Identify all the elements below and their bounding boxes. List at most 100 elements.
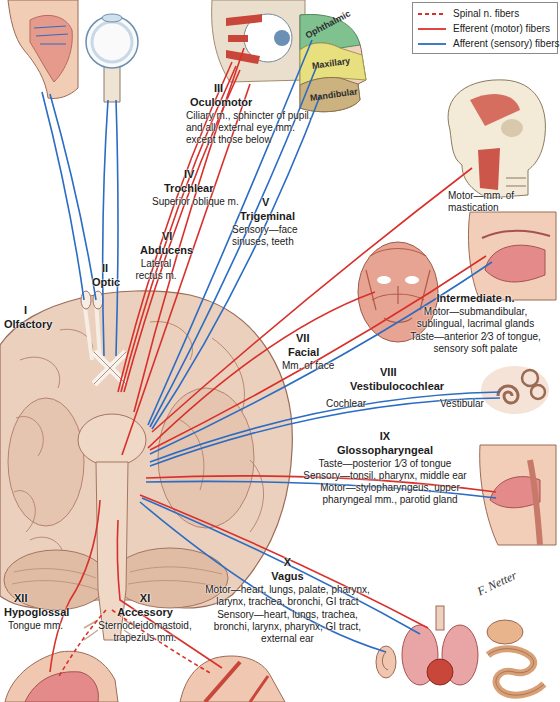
legend-sample-line: [418, 13, 446, 15]
function-note: Sensory—face sinuses, teeth: [232, 224, 312, 248]
nerve-number: I: [24, 304, 27, 317]
sensory-fiber: [103, 100, 108, 356]
eyeball-illustration: [104, 66, 120, 102]
nerve-number: IX: [290, 430, 480, 443]
function-note: Taste—posterior 1⁄3 of tongue: [290, 458, 480, 470]
brain-base: [78, 414, 146, 466]
sensory-fiber: [42, 40, 500, 652]
nerve-number: IV: [184, 168, 194, 181]
nerve-name: Trochlear: [164, 182, 214, 195]
sensory-fiber: [150, 392, 500, 462]
legend-row: Spinal n. fibers: [417, 7, 555, 21]
inner-ear-illustration: [481, 366, 549, 414]
facial-muscles-illustration: [405, 276, 419, 284]
nerve-number: II: [102, 262, 108, 275]
nerve-number: X: [200, 556, 375, 569]
eyeball-illustration: [92, 22, 132, 62]
function-note: Motor—mm. of mastication: [448, 190, 543, 214]
function-note: Cochlear: [326, 398, 366, 410]
brain-base: [14, 322, 264, 566]
legend-sample-line: [418, 28, 446, 30]
nerve-number: VII: [296, 332, 309, 345]
viscera-illustration: [376, 646, 396, 678]
function-note: Sensory—heart, lungs, trachea, bronchi, …: [200, 609, 375, 645]
viscera-illustration: [488, 649, 544, 695]
legend-sample: [417, 24, 447, 34]
skull-illustration: [506, 178, 526, 186]
viscera-illustration: [376, 606, 544, 695]
inner-ear-illustration: [481, 366, 549, 414]
nerve-name: Oculomotor: [190, 96, 252, 109]
legend-sample: [417, 9, 447, 19]
brain-base: [4, 550, 108, 610]
nerve-name: Accessory: [90, 606, 200, 619]
function-note: Tongue mm.: [8, 620, 63, 632]
function-note: Sternocleidomastoid, trapezius mm.: [90, 620, 200, 644]
skull-illustration: [448, 80, 545, 198]
motor-fiber: [152, 168, 472, 432]
legend-text: Efferent (motor) fibers: [453, 22, 550, 35]
pharynx-illustration: [530, 460, 540, 545]
nerve-number: III: [214, 82, 223, 95]
oral-cavity-illustration: [468, 212, 556, 300]
legend-box: Spinal n. fibersEfferent (motor) fibersA…: [412, 2, 558, 54]
skull-illustration: [470, 94, 520, 126]
pharynx-illustration: [480, 445, 556, 545]
viscera-illustration: [427, 659, 453, 685]
signature: F. Netter: [475, 569, 518, 598]
neck-illustration: [180, 656, 285, 702]
nerve-name: Trigeminal: [240, 210, 295, 223]
skull-illustration: [478, 148, 500, 190]
neck-illustration: [205, 662, 240, 702]
sensory-fiber: [42, 92, 84, 300]
legend-row: Afferent (sensory) fibers: [417, 37, 555, 51]
nerve-number: V: [262, 196, 269, 209]
orbit-muscles-illustration: [226, 14, 262, 64]
nerve-number: XII: [14, 592, 27, 605]
oral-cavity-illustration: [468, 212, 556, 300]
nerve-number: VI: [162, 230, 172, 243]
nasal-cavity-illustration: [30, 15, 72, 82]
facial-muscles-illustration: [377, 276, 391, 284]
function-note: Ciliary m., sphincter of pupil, and all …: [186, 110, 314, 146]
motor-fiber: [148, 292, 375, 448]
sensory-fiber: [50, 94, 96, 300]
oral-cavity-illustration: [482, 231, 550, 238]
eyeball-illustration: [86, 16, 138, 68]
tongue-illustration: [5, 651, 118, 702]
legend-sample: [417, 39, 447, 49]
skull-illustration: [501, 119, 523, 137]
motor-fiber: [50, 500, 100, 672]
function-note: Motor—stylopharyngeus, upper pharyngeal …: [305, 482, 475, 506]
nerve-name: Glossopharyngeal: [290, 444, 480, 457]
eyeball-illustration: [102, 14, 122, 22]
oral-cavity-illustration: [485, 245, 545, 282]
nerve-name: Optic: [92, 276, 120, 289]
function-note: Motor—heart, lungs, palate, pharynx, lar…: [200, 584, 375, 608]
nasal-cavity-illustration: [8, 0, 78, 99]
inner-ear-illustration: [522, 370, 538, 386]
sensory-fiber: [150, 398, 500, 466]
function-note: Mm. of face: [282, 360, 334, 372]
sensory-fiber: [152, 96, 320, 429]
nerve-name: Vestibulocochlear: [350, 380, 444, 393]
sensory-fiber: [116, 100, 118, 356]
legend-text: Afferent (sensory) fibers: [453, 37, 560, 50]
function-note: Sensory—tonsil, pharynx, middle ear: [285, 470, 485, 482]
orbit-muscles-illustration: [212, 0, 305, 82]
function-note: Vestibular: [440, 398, 484, 410]
tongue-illustration: [25, 672, 98, 702]
spinal-fiber: [58, 610, 212, 678]
function-note: Superior oblique m.: [152, 196, 239, 208]
orbit-muscles-illustration: [274, 30, 290, 46]
nerve-name: Olfactory: [4, 318, 52, 331]
tongue-illustration: [5, 651, 118, 702]
nerve-name: Vagus: [200, 570, 375, 583]
neck-illustration: [180, 656, 285, 702]
nerve-name: Abducens: [140, 244, 193, 257]
nerve-number: XI: [90, 592, 200, 605]
viscera-illustration: [487, 620, 523, 644]
trigeminal-face-illustration: [300, 77, 360, 111]
inner-ear-illustration: [531, 385, 545, 399]
